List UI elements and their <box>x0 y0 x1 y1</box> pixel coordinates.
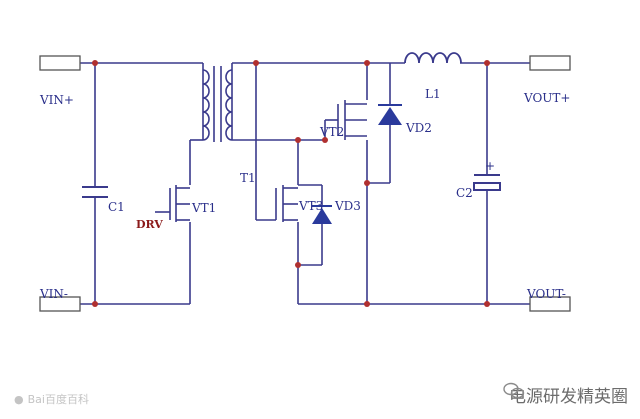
vin-plus-terminal <box>39 55 81 71</box>
vt3-label: VT3 <box>298 199 323 213</box>
vout-minus-terminal <box>529 296 571 312</box>
vout-plus-label: VOUT+ <box>523 91 570 105</box>
left-watermark: ● Bai百度百科 <box>14 391 89 407</box>
left-watermark-text: Bai百度百科 <box>27 393 89 406</box>
inductor-l1 <box>404 52 462 64</box>
paw-icon: ● <box>14 392 24 406</box>
component-labels: VIN+ VIN- VOUT+ VOUT- C1 C2 + T1 L1 VT1 … <box>39 87 570 301</box>
capacitor-c1 <box>82 186 108 198</box>
vt2-label: VT2 <box>319 125 344 139</box>
mosfet-vt2 <box>337 100 367 140</box>
wires <box>80 62 530 305</box>
vin-minus-terminal <box>39 296 81 312</box>
c2-label: C2 <box>456 186 473 200</box>
vin-minus-label: VIN- <box>39 287 68 301</box>
capacitor-c2 <box>473 174 501 191</box>
t1-label: T1 <box>240 171 256 185</box>
vout-plus-terminal <box>529 55 571 71</box>
transformer-t1 <box>202 66 233 142</box>
c1-label: C1 <box>108 200 125 214</box>
vin-plus-label: VIN+ <box>39 93 74 107</box>
terminals <box>39 55 571 312</box>
vd3-label: VD3 <box>334 199 361 213</box>
c2-plus-label: + <box>485 159 495 173</box>
vout-minus-label: VOUT- <box>526 287 566 301</box>
right-watermark: 电源研发精英圈 <box>503 382 628 407</box>
right-watermark-text: 电源研发精英圈 <box>509 387 628 407</box>
mosfet-vt1 <box>155 185 190 222</box>
diode-vd2 <box>378 104 402 125</box>
mosfet-vt3 <box>275 185 298 222</box>
junction-nodes <box>92 60 490 307</box>
vd2-label: VD2 <box>405 121 432 135</box>
vt1-label: VT1 <box>191 201 216 215</box>
drv-label: DRV <box>136 218 163 231</box>
diode-vd3 <box>312 205 332 224</box>
l1-label: L1 <box>425 87 441 101</box>
